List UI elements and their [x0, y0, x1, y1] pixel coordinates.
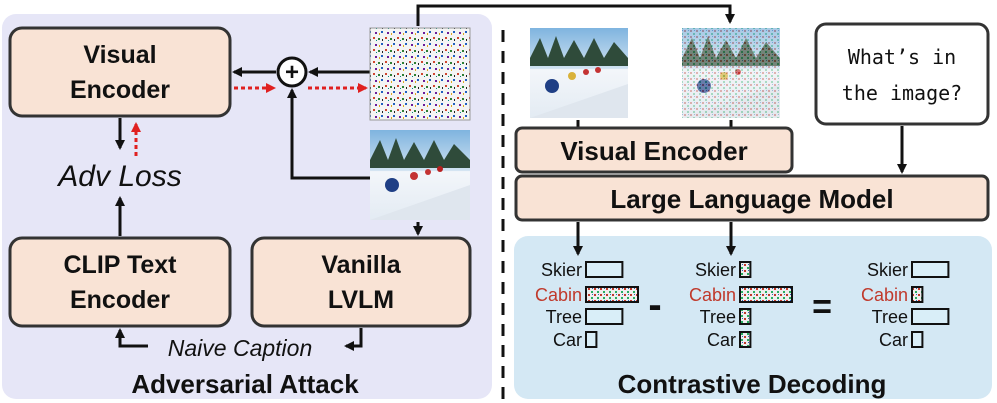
llm-box: Large Language Model: [514, 174, 990, 222]
token-bar-car-1: [585, 331, 598, 348]
token-label-car-1: Car: [553, 330, 582, 350]
token-label-cabin-3: Cabin: [861, 285, 908, 305]
clip-text-encoder-line1: CLIP Text: [64, 251, 178, 279]
arrow-caption-to-clip: [115, 328, 148, 348]
ski-image-left: [370, 130, 470, 220]
naive-caption-label: Naive Caption: [168, 335, 312, 361]
token-bar-skier-3: [911, 261, 950, 278]
token-bar-tree-3: [911, 308, 950, 325]
token-label-skier-1: Skier: [541, 260, 582, 280]
token-bar-skier-1: [585, 261, 624, 278]
adv-loss-label: Adv Loss: [56, 160, 181, 193]
plus-symbol: +: [285, 59, 299, 86]
token-label-skier-2: Skier: [695, 260, 736, 280]
adversarial-noise-image: [369, 27, 471, 121]
arrow-lvlm-to-caption: [344, 328, 363, 351]
vanilla-lvlm-line1: Vanilla: [321, 251, 401, 279]
arrow-image-to-plus: [287, 88, 370, 180]
token-label-cabin-2: Cabin: [689, 285, 736, 305]
adversarial-attack-title: Adversarial Attack: [131, 369, 359, 399]
visual-encoder-box: Visual Encoder: [8, 26, 232, 118]
clip-text-encoder-box: CLIP Text Encoder: [8, 236, 232, 328]
visual-encoder-label-line1: Visual: [83, 41, 156, 69]
query-line1: What’s in: [848, 45, 956, 69]
ski-image-noisy: [682, 28, 780, 118]
contrastive-decoding-title: Contrastive Decoding: [618, 369, 887, 399]
token-label-cabin-1: Cabin: [535, 285, 582, 305]
token-bar-car-3: [911, 331, 924, 348]
right-visual-encoder-label: Visual Encoder: [560, 136, 747, 166]
right-visual-encoder-box: Visual Encoder: [514, 126, 794, 174]
contrastive-decoding-panel: [514, 236, 992, 399]
token-bar-car-2: [739, 331, 752, 348]
visual-encoder-label-line2: Encoder: [70, 76, 170, 104]
arrow-noise-to-right: [416, 4, 735, 26]
token-label-car-2: Car: [707, 330, 736, 350]
equals-operator: =: [812, 288, 832, 326]
token-label-tree-2: Tree: [700, 307, 736, 327]
llm-label: Large Language Model: [610, 184, 893, 214]
token-lists: SkierCabinTreeCarSkierCabinTreeCarSkierC…: [535, 260, 950, 350]
token-bar-skier-2: [739, 261, 752, 278]
query-box: What’s in the image?: [814, 22, 990, 126]
token-bar-tree-2: [739, 308, 752, 325]
token-label-tree-3: Tree: [872, 307, 908, 327]
token-bar-cabin-3: [911, 286, 924, 303]
token-label-tree-1: Tree: [546, 307, 582, 327]
vanilla-lvlm-line2: LVLM: [328, 286, 394, 314]
token-label-car-3: Car: [879, 330, 908, 350]
plus-node: [276, 56, 308, 88]
token-bar-tree-1: [585, 308, 624, 325]
token-bar-cabin-2: [739, 286, 793, 303]
token-bar-cabin-1: [585, 286, 639, 303]
vanilla-lvlm-box: Vanilla LVLM: [250, 236, 472, 328]
ski-image-clean: [530, 28, 628, 118]
clip-text-encoder-line2: Encoder: [70, 286, 170, 314]
minus-operator: -: [648, 283, 661, 327]
token-label-skier-3: Skier: [867, 260, 908, 280]
query-line2: the image?: [842, 81, 962, 105]
